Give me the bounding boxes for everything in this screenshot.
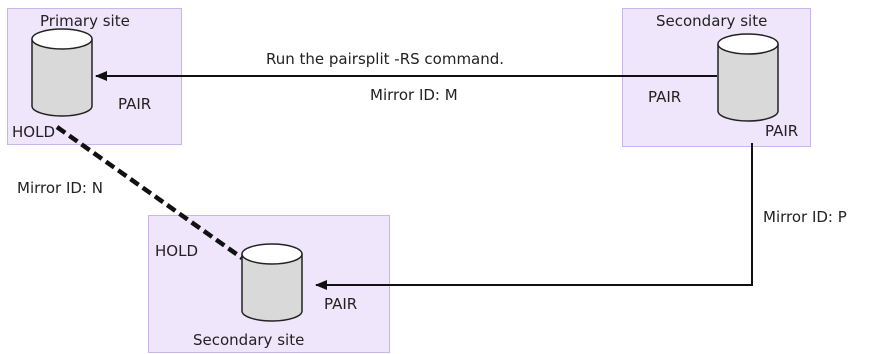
secondary-right-site-title: Secondary site [656,12,768,30]
primary-site-title: Primary site [40,12,130,30]
pairsplit-command-label: Run the pairsplit -RS command. [266,50,505,68]
primary-volume-cylinder-icon [31,28,93,117]
secondary-right-volume-cylinder-icon [717,33,779,122]
secondary-right-volume-status-pair-right: PAIR [765,122,799,140]
mirror-n-dashed-link [55,125,244,260]
secondary-site-right-box [622,8,811,147]
primary-volume-status-hold: HOLD [12,123,55,141]
primary-volume-status-pair: PAIR [118,95,152,113]
secondary-right-volume-status-pair-left: PAIR [648,88,682,106]
mirror-id-m-label: Mirror ID: M [370,86,458,104]
secondary-bottom-volume-status-pair: PAIR [324,295,358,313]
secondary-bottom-site-title: Secondary site [193,331,305,349]
mirror-id-p-label: Mirror ID: P [763,208,847,226]
secondary-bottom-volume-status-hold: HOLD [155,242,198,260]
secondary-bottom-volume-cylinder-icon [241,243,303,322]
mirror-p-arrow [315,143,753,290]
mirror-id-n-label: Mirror ID: N [17,179,103,197]
